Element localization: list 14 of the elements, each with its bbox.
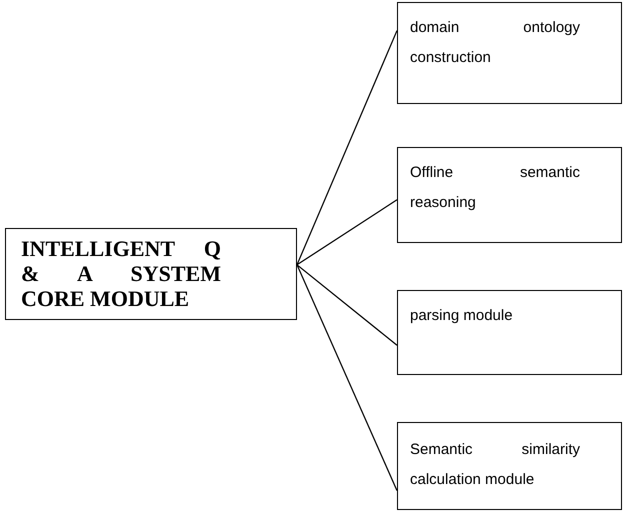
module-title: INTELLIGENT Q & A SYSTEM CORE MODULE <box>21 236 221 311</box>
module-label: domain ontology construction <box>410 18 580 68</box>
text-box <box>397 147 622 243</box>
module-label: Offline semantic reasoning <box>410 163 580 213</box>
module-label: Semantic similarity calculation module <box>410 440 580 490</box>
connector-line <box>296 199 398 266</box>
text-box <box>397 2 622 104</box>
connector-line <box>296 264 398 346</box>
text-box <box>397 290 622 375</box>
text-box <box>397 422 622 510</box>
connector-line <box>296 30 398 266</box>
module-label: parsing module <box>410 306 514 326</box>
connector-line <box>296 264 398 491</box>
text-box <box>5 228 297 320</box>
